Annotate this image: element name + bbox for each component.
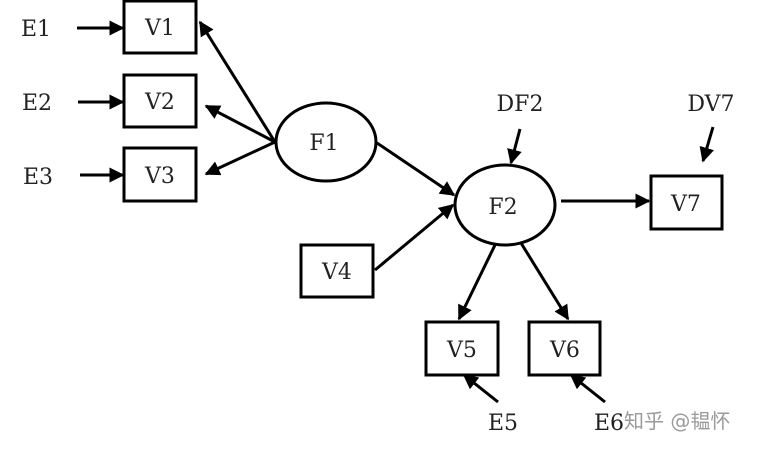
node-v1-label: V1 — [144, 16, 175, 41]
edge-f1-v2 — [204, 104, 276, 144]
node-v1[interactable]: V1 — [122, 0, 198, 55]
node-v3[interactable]: V3 — [122, 146, 198, 203]
label-e5: E5 — [488, 411, 518, 436]
label-e1: E1 — [21, 17, 51, 42]
label-e2: E2 — [22, 91, 52, 116]
node-f1[interactable]: F1 — [274, 101, 378, 183]
edge-e6-v6 — [569, 373, 606, 404]
label-dv7: DV7 — [687, 92, 734, 117]
node-v7[interactable]: V7 — [649, 174, 724, 231]
node-v3-label: V3 — [144, 164, 175, 189]
node-f2-label: F2 — [488, 195, 517, 220]
node-f1-label: F1 — [309, 131, 338, 156]
node-v6[interactable]: V6 — [527, 320, 602, 377]
node-v2[interactable]: V2 — [122, 73, 198, 129]
node-f2[interactable]: F2 — [453, 163, 557, 247]
node-v5-label: V5 — [446, 338, 477, 363]
node-v6-label: V6 — [549, 338, 580, 363]
label-df2: DF2 — [497, 92, 544, 117]
edges — [77, 20, 715, 404]
node-v2-label: V2 — [144, 90, 175, 115]
edge-e5-v5 — [462, 373, 499, 404]
edge-f1-f2 — [376, 141, 456, 197]
edge-f2-v5 — [457, 244, 497, 321]
label-e6: E6 — [594, 411, 624, 436]
node-v7-label: V7 — [670, 192, 701, 217]
edge-f2-v6 — [519, 242, 570, 321]
label-e3: E3 — [23, 165, 53, 190]
edge-f1-v3 — [204, 140, 276, 176]
edge-dv7-v7 — [699, 126, 715, 163]
watermark: 知乎 @韫怀 — [624, 409, 730, 433]
edge-v4-f2 — [374, 203, 455, 272]
edge-f1-v1 — [198, 20, 277, 143]
edge-df2-f2 — [507, 128, 522, 165]
node-v4-label: V4 — [321, 260, 352, 285]
node-v5[interactable]: V5 — [424, 320, 500, 377]
node-v4[interactable]: V4 — [299, 243, 375, 299]
